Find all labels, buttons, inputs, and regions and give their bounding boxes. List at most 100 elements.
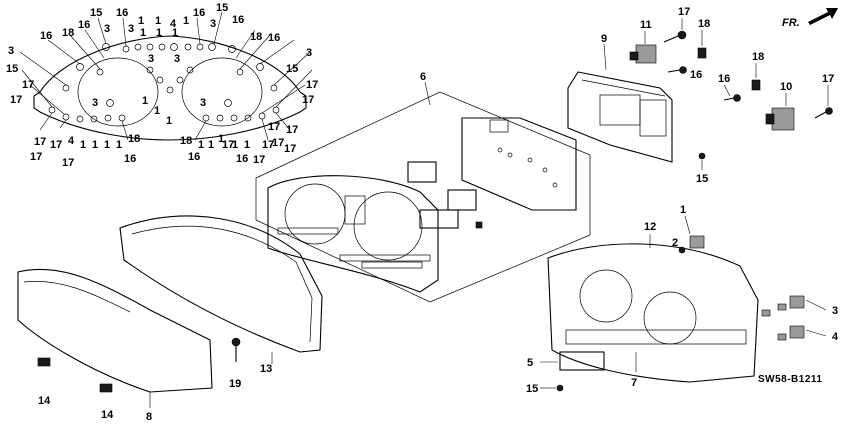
svg-text:5: 5 bbox=[527, 357, 533, 369]
svg-text:15: 15 bbox=[696, 173, 708, 185]
svg-text:1: 1 bbox=[138, 15, 144, 27]
svg-text:18: 18 bbox=[180, 135, 192, 147]
svg-text:13: 13 bbox=[260, 363, 272, 375]
svg-text:1: 1 bbox=[680, 204, 686, 216]
svg-text:1: 1 bbox=[166, 115, 172, 127]
svg-text:1: 1 bbox=[92, 139, 98, 151]
circuit-board bbox=[461, 117, 577, 211]
svg-text:15: 15 bbox=[216, 2, 228, 14]
housing-9: 9 bbox=[567, 33, 673, 163]
svg-text:18: 18 bbox=[62, 27, 74, 39]
svg-text:14: 14 bbox=[38, 395, 51, 407]
svg-text:16: 16 bbox=[188, 151, 200, 163]
svg-text:14: 14 bbox=[101, 409, 114, 421]
svg-text:11: 11 bbox=[640, 19, 652, 31]
svg-text:17: 17 bbox=[10, 94, 22, 106]
svg-text:18: 18 bbox=[128, 133, 140, 145]
svg-text:17: 17 bbox=[678, 6, 690, 18]
socket-1-2: 1 2 bbox=[672, 204, 705, 254]
svg-text:15: 15 bbox=[6, 63, 18, 75]
svg-text:17: 17 bbox=[302, 94, 314, 106]
svg-text:1: 1 bbox=[104, 139, 110, 151]
bulb-map-labels: 15 16 1 1 4 1 16 15 16 3 3 1 1 1 3 16 18… bbox=[6, 2, 318, 169]
svg-text:3: 3 bbox=[306, 47, 312, 59]
svg-text:15: 15 bbox=[286, 63, 298, 75]
svg-text:1: 1 bbox=[154, 105, 160, 117]
panel-assembly-6: 6 bbox=[255, 71, 591, 303]
svg-text:16: 16 bbox=[690, 69, 702, 81]
svg-text:9: 9 bbox=[601, 33, 607, 45]
svg-text:17: 17 bbox=[268, 121, 280, 133]
svg-text:10: 10 bbox=[780, 81, 792, 93]
svg-text:17: 17 bbox=[62, 157, 74, 169]
svg-text:16: 16 bbox=[78, 19, 90, 31]
svg-text:16: 16 bbox=[40, 30, 52, 42]
svg-text:16: 16 bbox=[232, 14, 244, 26]
bulb-map-leaders bbox=[19, 11, 313, 141]
svg-text:17: 17 bbox=[34, 136, 46, 148]
socket-10-group: 10 18 16 17 bbox=[718, 51, 834, 131]
screw-15a: 15 bbox=[696, 152, 708, 185]
svg-text:3: 3 bbox=[128, 23, 134, 35]
panel-6-connectors bbox=[407, 161, 483, 229]
svg-text:1: 1 bbox=[183, 15, 189, 27]
svg-text:17: 17 bbox=[253, 154, 265, 166]
svg-text:17: 17 bbox=[286, 124, 298, 136]
screw-18a: 18 bbox=[697, 18, 710, 59]
front-direction-arrow: FR. bbox=[782, 8, 838, 29]
svg-text:16: 16 bbox=[124, 153, 136, 165]
svg-text:16: 16 bbox=[236, 153, 248, 165]
svg-text:18: 18 bbox=[250, 31, 262, 43]
screw-17b: 17 bbox=[814, 73, 834, 119]
svg-text:1: 1 bbox=[116, 139, 122, 151]
svg-text:8: 8 bbox=[146, 411, 152, 423]
screw-16b: 16 bbox=[718, 73, 741, 102]
callout-7: 7 bbox=[631, 352, 637, 389]
svg-text:16: 16 bbox=[193, 7, 205, 19]
svg-text:3: 3 bbox=[148, 53, 154, 65]
bulb-layout-map: 15 16 1 1 4 1 16 15 16 3 3 1 1 1 3 16 18… bbox=[6, 2, 318, 169]
svg-text:1: 1 bbox=[208, 139, 214, 151]
svg-text:17: 17 bbox=[50, 139, 62, 151]
bulb-markers bbox=[48, 43, 280, 123]
svg-text:19: 19 bbox=[229, 378, 241, 390]
svg-text:1: 1 bbox=[155, 15, 161, 27]
svg-text:3: 3 bbox=[174, 53, 180, 65]
svg-text:1: 1 bbox=[244, 139, 250, 151]
face-plate bbox=[267, 175, 439, 293]
screw-18b: 18 bbox=[751, 51, 764, 91]
meter-case-12: 12 bbox=[547, 221, 759, 383]
screw-17a: 17 bbox=[663, 6, 690, 43]
lens-8: 8 14 14 bbox=[17, 268, 213, 423]
svg-text:1: 1 bbox=[142, 95, 148, 107]
svg-text:17: 17 bbox=[272, 137, 284, 149]
svg-text:1: 1 bbox=[198, 139, 204, 151]
svg-text:4: 4 bbox=[170, 18, 177, 30]
svg-text:15: 15 bbox=[526, 383, 538, 395]
svg-text:1: 1 bbox=[140, 27, 146, 39]
svg-text:3: 3 bbox=[210, 18, 216, 30]
screw-19: 19 bbox=[229, 337, 241, 390]
svg-text:1: 1 bbox=[172, 27, 178, 39]
svg-text:3: 3 bbox=[832, 305, 838, 317]
svg-text:4: 4 bbox=[68, 135, 75, 147]
socket-11-group: 11 17 18 16 bbox=[629, 6, 710, 81]
svg-text:1: 1 bbox=[232, 139, 238, 151]
svg-text:6: 6 bbox=[420, 71, 426, 83]
svg-text:3: 3 bbox=[8, 45, 14, 57]
svg-text:17: 17 bbox=[22, 79, 34, 91]
screw-16a: 16 bbox=[667, 66, 702, 81]
svg-text:17: 17 bbox=[222, 139, 234, 151]
svg-text:4: 4 bbox=[832, 331, 839, 343]
svg-text:17: 17 bbox=[822, 73, 834, 85]
svg-text:15: 15 bbox=[90, 7, 102, 19]
svg-text:7: 7 bbox=[631, 377, 637, 389]
svg-text:16: 16 bbox=[268, 32, 280, 44]
svg-text:16: 16 bbox=[718, 73, 730, 85]
bezel-13: 13 bbox=[119, 215, 323, 375]
svg-text:1: 1 bbox=[218, 133, 224, 145]
svg-text:17: 17 bbox=[30, 151, 42, 163]
svg-text:17: 17 bbox=[262, 139, 274, 151]
svg-text:FR.: FR. bbox=[782, 17, 800, 29]
